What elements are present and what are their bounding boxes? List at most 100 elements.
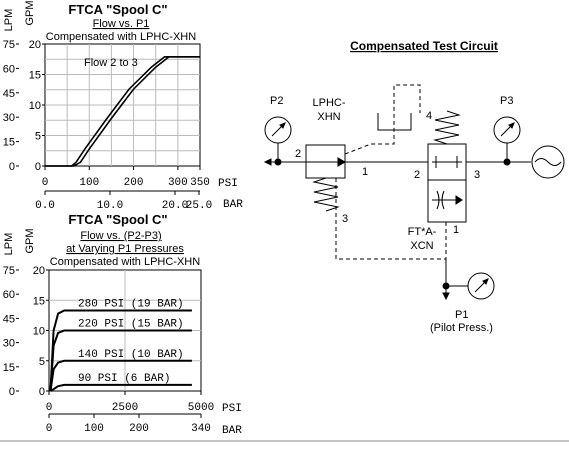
y-right-tick-label: 5	[35, 131, 41, 143]
circuit-title: Compensated Test Circuit	[350, 39, 498, 53]
p2-label: P2	[270, 95, 283, 107]
x-psi-tick-label: 200	[124, 177, 144, 189]
y-left-tick-label: 0	[9, 386, 15, 398]
chart1-subtitle: Flow vs. P1	[93, 18, 150, 30]
y-left-tick-label: 75	[3, 265, 15, 277]
y-left-tick-label: 30	[3, 112, 15, 124]
chart2-subtitle2: at Varying P1 Pressures	[66, 243, 184, 255]
chart2-psi-unit: PSI	[222, 403, 242, 415]
x-psi-tick-label: 0	[42, 177, 49, 189]
p1-arrow	[442, 292, 450, 301]
x-psi-tick-label: 100	[79, 177, 99, 189]
series-label-2: 140 PSI (10 BAR)	[78, 349, 184, 361]
x-bar-tick-label: 100	[84, 423, 104, 435]
x-bar-tick-label: 200	[129, 423, 149, 435]
y-left-tick-label: 45	[3, 313, 15, 325]
valve-body	[427, 143, 467, 223]
p3-label: P3	[500, 95, 513, 107]
y-right-tick-label: 5	[39, 356, 45, 368]
chart1-annotation: Flow 2 to 3	[84, 57, 138, 69]
test-circuit: Compensated Test Circuit P2 P3	[263, 39, 565, 334]
y-left-tick-label: 60	[3, 63, 15, 75]
chart1-series	[45, 55, 200, 167]
pilot-label: (Pilot Press.)	[430, 322, 493, 334]
series-line-3	[49, 383, 192, 392]
compensator-spring	[312, 177, 340, 212]
pilot-line-bottom	[335, 178, 446, 260]
pilot-line-top	[344, 84, 421, 155]
chart1-psi-unit: PSI	[218, 178, 238, 190]
p1-gauge-icon	[467, 272, 495, 300]
x-psi-tick-label: 350	[190, 177, 210, 189]
flow-meter-icon	[531, 145, 565, 179]
chart2-note: Compensated with LPHC-XHN	[50, 256, 200, 268]
y-right-tick-label: 20	[33, 265, 45, 277]
compensator-name-1: LPHC-	[312, 97, 345, 109]
y-left-tick-label: 75	[3, 39, 15, 51]
flow-vs-dp-chart: FTCA "Spool C" Flow vs. (P2-P3) at Varyi…	[3, 212, 242, 437]
chart2-bar-unit: BAR	[222, 425, 242, 437]
chart2-left-axis-label: LPM	[3, 233, 15, 256]
x-bar-tick-label: 10.0	[97, 200, 123, 212]
valve-port-spring: 4	[426, 110, 432, 122]
chart2-series-labels: 280 PSI (19 BAR) 220 PSI (15 BAR) 140 PSI …	[78, 299, 184, 385]
x-psi-tick-label: 2500	[112, 402, 138, 414]
y-right-tick-label: 10	[33, 326, 45, 338]
x-psi-tick-label: 0	[46, 402, 53, 414]
valve-port-out: 3	[474, 169, 480, 181]
y-right-tick-label: 20	[29, 39, 41, 51]
chart2-subtitle: Flow vs. (P2-P3)	[80, 230, 161, 242]
x-psi-tick-label: 5000	[188, 402, 214, 414]
valve-port-in: 2	[414, 169, 420, 181]
chart2-bar-ticks: 0 100 200 340	[46, 413, 211, 435]
valve-name-2: XCN	[410, 240, 433, 252]
chart2-title: FTCA "Spool C"	[68, 212, 167, 227]
x-bar-tick-label: 20.0	[162, 200, 188, 212]
x-bar-tick-label: 25.0	[186, 200, 212, 212]
flow-vs-p1-chart: FTCA "Spool C" Flow vs. P1 Compensated w…	[3, 0, 243, 212]
x-bar-tick-label: 0.0	[35, 200, 55, 212]
y-right-tick-label: 15	[29, 70, 41, 82]
series-label-1: 220 PSI (15 BAR)	[78, 319, 184, 331]
valve-open-arrow	[455, 195, 463, 205]
chart2-left-ticks: 75 60 45 30 15 0	[3, 265, 19, 398]
valve-spring	[433, 110, 461, 145]
valve-port-pilot: 1	[453, 224, 459, 236]
y-right-tick-label: 0	[35, 161, 41, 173]
chart2-right-ticks: 20 15 10 5 0	[33, 265, 49, 398]
x-psi-tick-label: 300	[168, 177, 188, 189]
compensator-port-out: 1	[362, 166, 368, 178]
p3-gauge-icon	[493, 116, 521, 144]
series-label-0: 280 PSI (19 BAR)	[78, 299, 184, 311]
main-line-arrow	[263, 158, 272, 166]
y-left-tick-label: 0	[9, 161, 15, 173]
drain-tank	[377, 113, 412, 131]
chart1-bar-unit: BAR	[223, 199, 243, 211]
y-right-tick-label: 0	[39, 386, 45, 398]
series-line-1	[45, 55, 200, 167]
chart1-left-axis-label: LPM	[3, 9, 15, 32]
p2-gauge-icon	[264, 116, 292, 144]
y-right-tick-label: 10	[29, 100, 41, 112]
y-left-tick-label: 30	[3, 338, 15, 350]
series-line-0	[45, 55, 200, 167]
compensator-port-pilot: 3	[342, 213, 348, 225]
chart1-right-axis-label: GPM	[24, 0, 36, 25]
p1-label: P1	[455, 309, 468, 321]
x-bar-tick-label: 0	[46, 423, 53, 435]
x-bar-tick-label: 340	[191, 423, 211, 435]
series-line-2	[49, 359, 192, 392]
chart1-left-ticks: 75 60 45 30 15 0	[3, 39, 19, 173]
y-left-tick-label: 15	[3, 362, 15, 374]
compensator-port-in: 2	[295, 148, 301, 160]
y-right-tick-label: 15	[33, 295, 45, 307]
y-left-tick-label: 60	[3, 289, 15, 301]
y-left-tick-label: 15	[3, 137, 15, 149]
y-left-tick-label: 45	[3, 88, 15, 100]
compensator-flow-arrow	[337, 157, 347, 167]
chart1-title: FTCA "Spool C"	[68, 2, 167, 17]
chart1-bar-ticks: 0.0 10.0 20.025.0	[35, 190, 212, 212]
chart1-right-ticks: 20 15 10 5 0	[29, 39, 45, 173]
